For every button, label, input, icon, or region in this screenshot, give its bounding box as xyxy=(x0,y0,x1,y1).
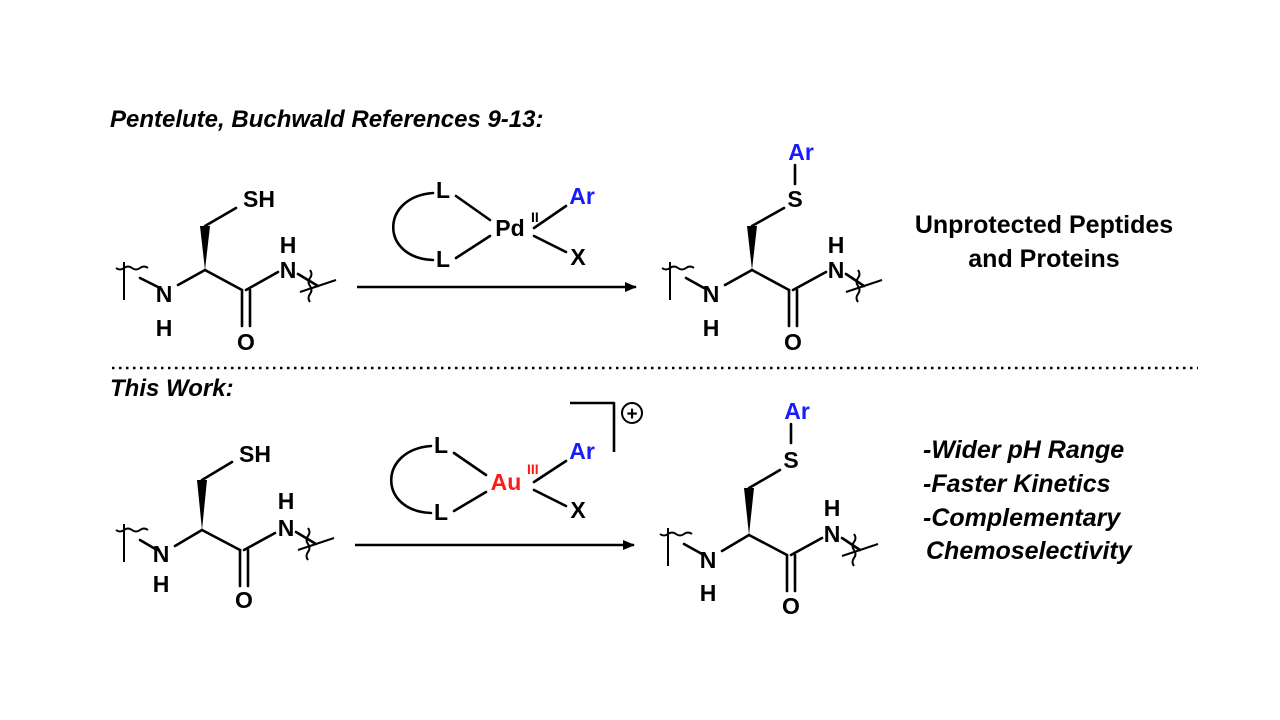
amide-hydrogen: H xyxy=(278,488,295,514)
bottom-note-line-1: -Wider pH Range xyxy=(923,436,1124,464)
carbonyl-oxygen: O xyxy=(237,329,255,355)
bottom-arylated-product: Ar S N H O N H xyxy=(659,398,879,619)
amide-hydrogen: H xyxy=(828,232,845,258)
aryl-group: Ar xyxy=(788,139,814,165)
aryl-group: Ar xyxy=(569,438,595,464)
amine-hydrogen: H xyxy=(703,315,720,341)
amide-nitrogen: N xyxy=(828,257,845,283)
au-complex: L L Au III Ar X + xyxy=(390,401,643,525)
amine-nitrogen: N xyxy=(153,541,170,567)
amine-hydrogen: H xyxy=(156,315,173,341)
thioether-sulfur: S xyxy=(787,186,802,212)
thiol-group: SH xyxy=(239,441,271,467)
ligand-top: L xyxy=(434,432,448,458)
gold-center: Au xyxy=(491,469,522,495)
top-heading: Pentelute, Buchwald References 9-13: xyxy=(110,106,543,133)
thioether-sulfur: S xyxy=(783,447,798,473)
halide: X xyxy=(570,244,586,270)
top-note-line-1: Unprotected Peptides xyxy=(915,211,1173,239)
top-note-line-2: and Proteins xyxy=(968,245,1119,273)
top-cysteine-reactant: N H SH O N H xyxy=(115,186,337,355)
amide-hydrogen: H xyxy=(280,232,297,258)
amine-hydrogen: H xyxy=(700,580,717,606)
carbonyl-oxygen: O xyxy=(782,593,800,619)
amine-nitrogen: N xyxy=(700,547,717,573)
thiol-group: SH xyxy=(243,186,275,212)
aryl-group: Ar xyxy=(569,183,595,209)
palladium-center: Pd xyxy=(495,215,524,241)
pd-catalyst: L L Pd II Ar X xyxy=(392,177,595,272)
pd-oxidation-state: II xyxy=(531,209,539,225)
aryl-group: Ar xyxy=(784,398,810,424)
carbonyl-oxygen: O xyxy=(784,329,802,355)
ligand-top: L xyxy=(436,177,450,203)
halide: X xyxy=(570,497,586,523)
charge-bracket xyxy=(570,401,616,452)
amide-nitrogen: N xyxy=(278,515,295,541)
bottom-heading: This Work: xyxy=(110,375,234,402)
amide-hydrogen: H xyxy=(824,495,841,521)
top-arylated-product: Ar S N H O N H xyxy=(661,139,883,355)
bottom-note-line-2: -Faster Kinetics xyxy=(923,470,1111,498)
ligand-bottom: L xyxy=(434,499,448,525)
bottom-note-line-4: Chemoselectivity xyxy=(926,537,1133,565)
amine-hydrogen: H xyxy=(153,571,170,597)
amide-nitrogen: N xyxy=(824,521,841,547)
carbonyl-oxygen: O xyxy=(235,587,253,613)
cation-charge-circle xyxy=(621,402,643,424)
ligand-bottom: L xyxy=(436,246,450,272)
amine-nitrogen: N xyxy=(703,281,720,307)
cation-charge-sign: + xyxy=(626,404,637,425)
bottom-cysteine-reactant: N H SH O N H xyxy=(115,441,335,613)
amide-nitrogen: N xyxy=(280,257,297,283)
bottom-note-line-3: -Complementary xyxy=(923,504,1121,532)
amine-nitrogen: N xyxy=(156,281,173,307)
au-oxidation-state: III xyxy=(527,461,539,477)
